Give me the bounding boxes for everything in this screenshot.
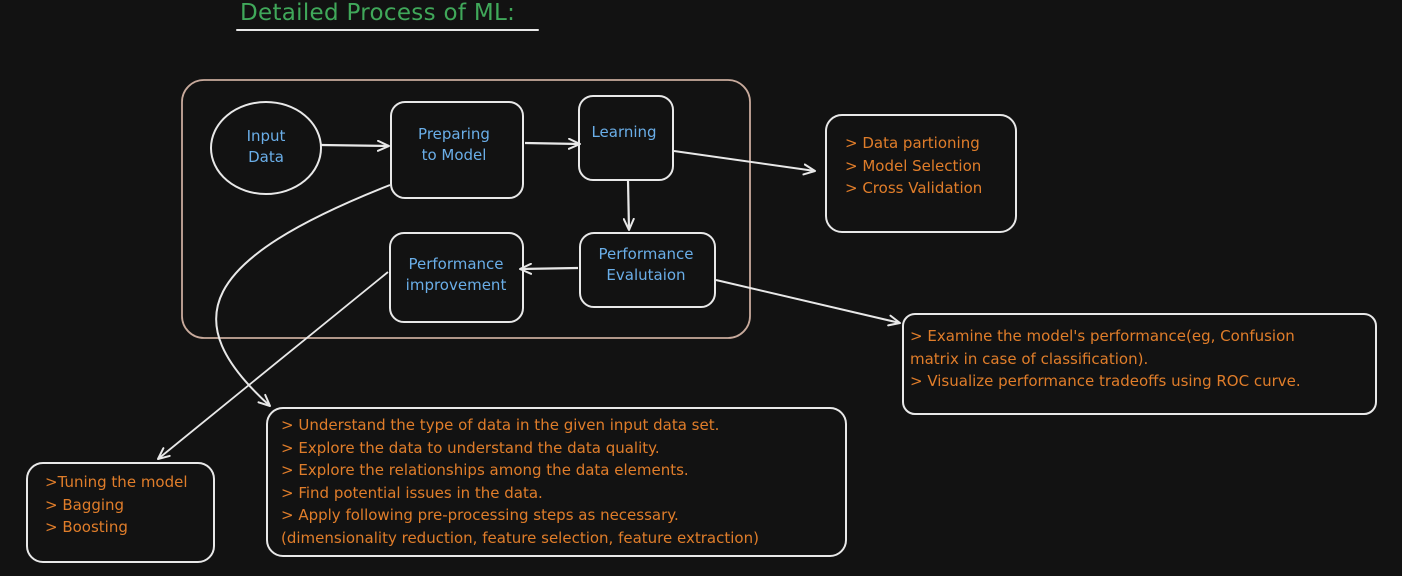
improvement-note-text: >Tuning the model > Bagging > Boosting xyxy=(45,471,188,539)
arrow-learning-to-evaluation xyxy=(622,179,635,231)
input-data-node xyxy=(210,101,322,195)
improvement-node xyxy=(389,232,524,323)
process-group-frame xyxy=(181,79,751,339)
note-line: > Cross Validation xyxy=(845,179,983,197)
input-data-label: Input Data xyxy=(226,126,306,168)
arrow-learning-to-note xyxy=(673,150,816,176)
arrow-input-to-preparing xyxy=(320,139,390,152)
learning-label-line: Learning xyxy=(591,123,657,141)
evaluation-node xyxy=(579,232,716,308)
note-line: > Examine the model's performance(eg, Co… xyxy=(910,327,1295,345)
arrow-evaluation-to-note xyxy=(715,279,901,327)
preparing-label-line: to Model xyxy=(421,146,487,164)
title-underline xyxy=(236,29,539,31)
note-line: > Explore the relationships among the da… xyxy=(281,461,689,479)
learning-note-text: > Data partioning > Model Selection > Cr… xyxy=(845,132,982,200)
note-line: > Apply following pre-processing steps a… xyxy=(281,506,679,524)
note-line: >Tuning the model xyxy=(45,473,188,491)
input-data-label-line: Input xyxy=(246,127,286,145)
preparing-label-line: Preparing xyxy=(418,125,490,143)
improvement-note-box xyxy=(26,462,215,563)
note-line: > Explore the data to understand the dat… xyxy=(281,438,660,457)
note-line: > Bagging xyxy=(45,495,125,514)
note-line: > Model Selection xyxy=(845,156,982,175)
evaluation-note-box xyxy=(902,313,1377,415)
input-data-label-line: Data xyxy=(248,148,284,166)
note-line: (dimensionality reduction, feature selec… xyxy=(281,528,759,547)
note-line: > Boosting xyxy=(45,518,128,536)
preparing-label: Preparing to Model xyxy=(397,124,511,166)
learning-note-box xyxy=(825,114,1017,233)
arrow-preparing-to-note xyxy=(215,184,391,407)
arrow-preparing-to-learning xyxy=(524,137,581,150)
note-line: > Data partioning xyxy=(845,134,980,152)
arrow-improvement-to-note xyxy=(157,271,389,460)
improvement-label-line: improvement xyxy=(405,276,507,294)
note-line: > Visualize performance tradeoffs using … xyxy=(910,372,1301,390)
evaluation-label: Performance Evalutaion xyxy=(585,244,707,286)
learning-label: Learning xyxy=(580,122,668,143)
evaluation-note-text: > Examine the model's performance(eg, Co… xyxy=(910,325,1301,393)
note-line: > Find potential issues in the data. xyxy=(281,483,543,502)
preparing-note-box xyxy=(266,407,847,557)
note-line: > Understand the type of data in the giv… xyxy=(281,416,720,434)
evaluation-label-line: Performance xyxy=(598,245,694,263)
page-title: Detailed Process of ML: xyxy=(240,0,516,26)
preparing-note-text: > Understand the type of data in the giv… xyxy=(281,414,759,549)
arrow-evaluation-to-improvement xyxy=(519,262,579,275)
improvement-label: Performance improvement xyxy=(395,254,517,296)
note-line: matrix in case of classification). xyxy=(910,349,1149,368)
preparing-node xyxy=(390,101,524,199)
improvement-label-line: Performance xyxy=(408,255,504,273)
evaluation-label-line: Evalutaion xyxy=(606,266,686,284)
